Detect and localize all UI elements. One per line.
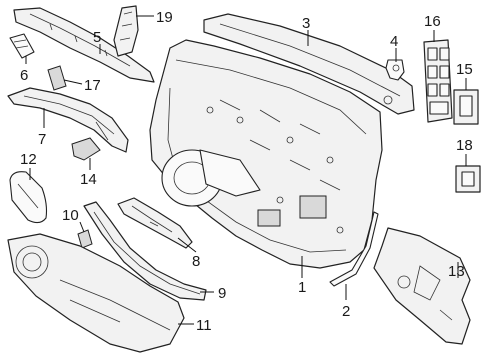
part-small-clip-6 bbox=[9, 33, 35, 59]
callout-17: 17 bbox=[84, 77, 101, 94]
part-speaker-cover-12 bbox=[9, 171, 48, 224]
part-pull-handle-8 bbox=[117, 197, 193, 249]
callout-12: 12 bbox=[20, 151, 37, 168]
part-vapor-barrier-13 bbox=[373, 227, 471, 345]
part-knob-4 bbox=[385, 59, 405, 81]
part-pad-14 bbox=[71, 137, 101, 161]
part-door-inner-frame bbox=[149, 39, 383, 269]
callout-8: 8 bbox=[192, 253, 200, 270]
part-armrest-trim-7 bbox=[7, 87, 129, 153]
callout-15: 15 bbox=[456, 61, 473, 78]
part-clip-10 bbox=[77, 229, 93, 249]
callout-7: 7 bbox=[38, 131, 46, 148]
leader-lines bbox=[25, 15, 467, 325]
part-bracket-19 bbox=[113, 5, 139, 57]
part-switch-18 bbox=[455, 165, 481, 193]
callout-13: 13 bbox=[448, 263, 465, 280]
callout-labels: 1 2 3 4 5 6 7 8 9 10 11 12 13 14 15 16 1… bbox=[20, 9, 473, 334]
part-upper-trim-strip bbox=[13, 7, 155, 83]
callout-3: 3 bbox=[302, 15, 310, 32]
callout-18: 18 bbox=[456, 137, 473, 154]
callout-2: 2 bbox=[342, 303, 350, 320]
callout-6: 6 bbox=[20, 67, 28, 84]
part-switch-15 bbox=[453, 89, 479, 125]
callout-19: 19 bbox=[156, 9, 173, 26]
callout-5: 5 bbox=[93, 29, 101, 46]
part-handle-trim-9 bbox=[83, 201, 207, 301]
callout-10: 10 bbox=[62, 207, 79, 224]
part-insert-17 bbox=[47, 65, 67, 91]
part-lower-panel-11 bbox=[7, 233, 185, 353]
callout-1: 1 bbox=[298, 279, 306, 296]
callout-11: 11 bbox=[196, 317, 212, 334]
part-switch-panel-16 bbox=[423, 39, 453, 123]
part-seal-strip-2 bbox=[329, 211, 379, 287]
callout-16: 16 bbox=[424, 13, 441, 30]
callout-9: 9 bbox=[218, 285, 226, 302]
callout-4: 4 bbox=[390, 33, 398, 50]
part-window-sill-3 bbox=[203, 13, 415, 115]
callout-14: 14 bbox=[80, 171, 97, 188]
